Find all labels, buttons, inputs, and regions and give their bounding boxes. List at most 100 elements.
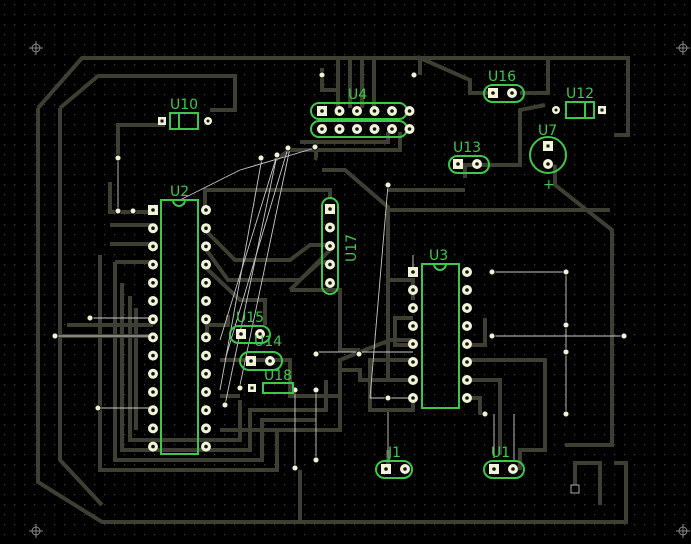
- component-u14[interactable]: U14: [239, 334, 283, 371]
- component-u15[interactable]: U15: [229, 310, 271, 344]
- pad-hole: [407, 127, 412, 131]
- pad-hole: [337, 109, 342, 113]
- pad-hole: [204, 390, 208, 394]
- u13-label: U13: [453, 140, 481, 156]
- pad-hole: [475, 162, 479, 166]
- component-u10[interactable]: U10: [158, 97, 212, 130]
- u18-label: U18: [264, 368, 292, 384]
- pad-hole: [204, 335, 208, 340]
- u14-label: U14: [254, 334, 282, 350]
- pad-hole: [151, 317, 155, 322]
- pad-hole: [411, 270, 415, 274]
- pad-hole: [390, 127, 394, 131]
- pad-hole: [204, 244, 208, 249]
- pad-hole: [204, 281, 208, 285]
- crosshair-origin-icon: [29, 41, 43, 55]
- pad-hole: [411, 378, 415, 382]
- pad-hole: [465, 288, 469, 292]
- pad-hole: [403, 467, 407, 471]
- pad-hole: [456, 162, 460, 166]
- pad-hole: [204, 353, 208, 358]
- pad-hole: [151, 299, 155, 303]
- pad-hole: [151, 408, 155, 413]
- pad-hole: [320, 127, 324, 131]
- pad-hole: [239, 332, 243, 336]
- u7-label: U7: [538, 123, 557, 139]
- u16-label: U16: [488, 69, 516, 85]
- pad-hole: [465, 342, 469, 346]
- pad-hole: [355, 109, 359, 113]
- pad-hole: [465, 396, 469, 400]
- pad-hole: [204, 299, 208, 303]
- pad-hole: [465, 360, 469, 364]
- pad-hole: [151, 281, 155, 285]
- pad-hole: [249, 359, 253, 363]
- component-u13[interactable]: U13: [448, 140, 490, 174]
- pad-hole: [204, 262, 208, 267]
- pad-hole: [492, 467, 496, 471]
- pad-hole: [320, 109, 324, 113]
- pad-hole: [151, 426, 155, 431]
- pad-hole: [465, 306, 469, 310]
- pad-hole: [355, 127, 359, 131]
- crosshair-origin-icon: [29, 524, 43, 538]
- pad-hole: [204, 226, 208, 230]
- u3-label: U3: [429, 248, 448, 264]
- u10-label: U10: [170, 97, 198, 113]
- pad-hole: [151, 335, 155, 340]
- pad-hole: [337, 127, 342, 131]
- component-u17[interactable]: U17: [321, 197, 360, 295]
- component-j1[interactable]: J1: [375, 445, 413, 479]
- u7-polarity-mark: +: [543, 177, 555, 193]
- pad-hole: [384, 467, 388, 471]
- component-u3[interactable]: U3: [408, 248, 472, 409]
- u17-label: U17: [344, 234, 360, 262]
- pad-hole: [407, 109, 412, 113]
- component-u18[interactable]: U18: [248, 368, 294, 394]
- pad-hole: [390, 109, 394, 113]
- test-pad: [570, 484, 580, 494]
- pad-hole: [491, 91, 495, 95]
- pad-hole: [411, 306, 415, 310]
- component-u12[interactable]: U12: [552, 86, 606, 119]
- pad-hole: [204, 426, 208, 431]
- component-u2[interactable]: U2: [148, 184, 211, 455]
- pad-hole: [151, 226, 155, 230]
- pad-hole: [411, 324, 415, 328]
- pad-hole: [204, 408, 208, 413]
- component-u16[interactable]: U16: [483, 69, 525, 103]
- u4-label: U4: [348, 87, 367, 103]
- component-u4[interactable]: U4: [310, 87, 415, 138]
- pad-hole: [328, 262, 332, 267]
- component-u1[interactable]: U1: [483, 445, 525, 479]
- pad-hole: [465, 270, 469, 274]
- pad-hole: [151, 353, 155, 358]
- pad-hole: [258, 332, 262, 336]
- j1-label: J1: [387, 445, 401, 461]
- pad-hole: [328, 281, 332, 285]
- u2-label: U2: [170, 184, 189, 200]
- corner-markers: [29, 41, 690, 538]
- pad-hole: [328, 207, 332, 211]
- pad-hole: [328, 225, 332, 230]
- crosshair-origin-icon: [676, 41, 690, 55]
- pad-hole: [204, 208, 208, 212]
- copper-traces: [36, 54, 630, 524]
- pad-hole: [151, 208, 155, 212]
- pad-hole: [151, 390, 155, 394]
- u1-label: U1: [491, 445, 510, 461]
- u12-label: U12: [566, 86, 594, 102]
- pad-hole: [151, 244, 155, 249]
- component-u7[interactable]: U7 +: [529, 123, 567, 193]
- pad-hole: [328, 244, 332, 248]
- pad-hole: [372, 127, 377, 131]
- pad-hole: [465, 378, 469, 382]
- pad-hole: [511, 467, 515, 471]
- pad-hole: [372, 109, 377, 113]
- u15-label: U15: [236, 310, 264, 326]
- pad-hole: [411, 342, 415, 346]
- pad-hole: [465, 324, 469, 328]
- crosshair-origin-icon: [676, 524, 690, 538]
- pad-hole: [268, 359, 272, 363]
